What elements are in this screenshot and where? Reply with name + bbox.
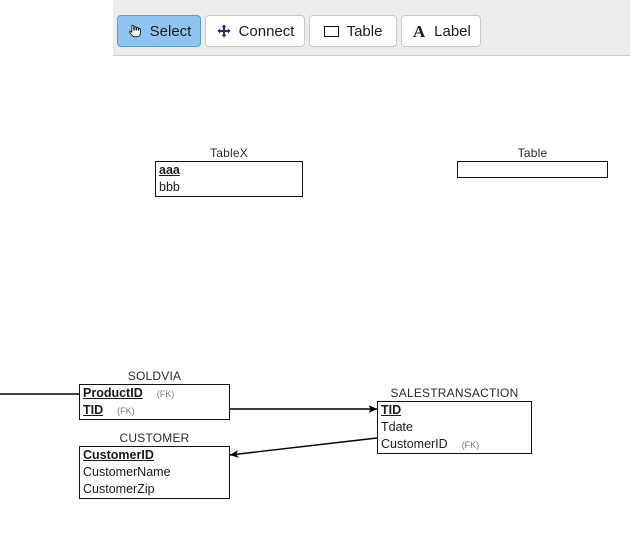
attribute-name: CustomerID xyxy=(83,448,154,462)
select-tool-label: Select xyxy=(149,22,192,40)
connect-tool-button[interactable]: Connect xyxy=(205,15,305,47)
connect-tool-label: Connect xyxy=(238,22,295,40)
entity-title: SALESTRANSACTION xyxy=(390,386,519,400)
rectangle-icon xyxy=(324,23,340,39)
attribute-name: TID xyxy=(381,403,402,417)
entity-attribute-list[interactable] xyxy=(457,161,608,178)
entity-title: Table xyxy=(517,146,548,160)
attribute-fk-tag: (FK) xyxy=(461,440,480,450)
attribute-name: CustomerZip xyxy=(83,482,155,496)
letter-a-icon: A xyxy=(413,21,426,41)
entity-title: CUSTOMER xyxy=(119,431,190,445)
attribute-fk-tag: (FK) xyxy=(117,406,135,416)
table-tool-button[interactable]: Table xyxy=(309,15,397,47)
attribute-name: CustomerName xyxy=(83,465,171,479)
attribute-row[interactable]: Tdate xyxy=(378,419,531,436)
four-way-arrow-icon xyxy=(216,23,232,39)
attribute-row[interactable]: TID xyxy=(378,402,531,419)
entity-customer[interactable]: CUSTOMER CustomerID CustomerName Custome… xyxy=(79,431,230,499)
attribute-row[interactable]: CustomerID xyxy=(80,447,229,464)
label-tool-label: Label xyxy=(434,22,471,40)
attribute-name: aaa xyxy=(159,163,180,177)
entity-attribute-list[interactable]: aaa bbb xyxy=(155,161,303,197)
connector-salestransaction-to-customer xyxy=(229,437,378,458)
attribute-name: Tdate xyxy=(381,420,413,434)
entity-attribute-list[interactable]: TID Tdate CustomerID (FK) xyxy=(377,401,532,454)
attribute-row[interactable]: bbb xyxy=(156,179,302,196)
entity-soldvia[interactable]: SOLDVIA ProductID (FK) TID (FK) xyxy=(79,369,230,420)
attribute-row[interactable]: TID (FK) xyxy=(80,402,229,419)
entity-title: TableX xyxy=(210,146,248,160)
toolbar: Select Connect Table A Label xyxy=(113,0,630,56)
entity-table-empty[interactable]: Table xyxy=(457,146,608,178)
select-tool-button[interactable]: Select xyxy=(117,15,201,47)
entity-attribute-list[interactable]: CustomerID CustomerName CustomerZip xyxy=(79,446,230,499)
attribute-row[interactable]: ProductID (FK) xyxy=(80,385,229,402)
attribute-row[interactable]: CustomerName xyxy=(80,464,229,481)
attribute-fk-tag: (FK) xyxy=(156,389,175,399)
attribute-name: ProductID xyxy=(83,386,143,400)
entity-tablex[interactable]: TableX aaa bbb xyxy=(155,146,303,197)
attribute-row[interactable]: CustomerZip xyxy=(80,481,229,498)
entity-salestransaction[interactable]: SALESTRANSACTION TID Tdate CustomerID (F… xyxy=(377,386,532,454)
table-tool-label: Table xyxy=(346,22,383,40)
attribute-name: bbb xyxy=(159,180,180,194)
attribute-name: CustomerID xyxy=(381,437,448,451)
attribute-row[interactable]: aaa xyxy=(156,162,302,179)
entity-title: SOLDVIA xyxy=(127,369,182,383)
diagram-canvas[interactable]: TableX aaa bbb Table SOLDVIA ProductID (… xyxy=(0,56,642,536)
label-tool-button[interactable]: A Label xyxy=(401,15,481,47)
pointing-hand-icon xyxy=(127,23,143,39)
attribute-row[interactable]: CustomerID (FK) xyxy=(378,436,531,453)
entity-attribute-list[interactable]: ProductID (FK) TID (FK) xyxy=(79,384,230,420)
attribute-name: TID xyxy=(83,403,104,417)
